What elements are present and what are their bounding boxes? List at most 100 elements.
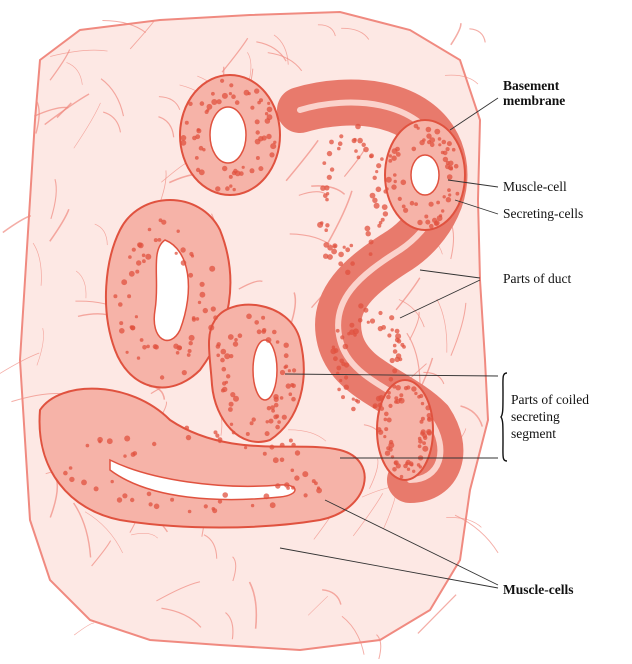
cell-nucleus bbox=[181, 135, 187, 141]
cell-nucleus bbox=[239, 171, 244, 176]
cell-nucleus bbox=[263, 452, 267, 456]
cell-nucleus bbox=[189, 252, 193, 256]
cell-nucleus bbox=[432, 218, 437, 223]
cell-nucleus bbox=[200, 282, 205, 287]
cell-nucleus bbox=[327, 254, 333, 260]
cell-nucleus bbox=[389, 315, 394, 320]
cell-nucleus bbox=[97, 437, 103, 443]
cell-nucleus bbox=[291, 486, 295, 490]
cell-nucleus bbox=[384, 412, 389, 417]
cell-nucleus bbox=[394, 180, 397, 183]
cell-nucleus bbox=[421, 417, 425, 421]
cell-nucleus bbox=[396, 463, 401, 468]
cell-nucleus bbox=[427, 417, 431, 421]
cell-nucleus bbox=[142, 259, 146, 263]
cell-nucleus bbox=[242, 166, 245, 169]
cell-nucleus bbox=[251, 504, 254, 507]
cell-nucleus bbox=[403, 208, 408, 213]
cell-nucleus bbox=[200, 101, 205, 106]
cell-nucleus bbox=[221, 389, 225, 393]
cell-nucleus bbox=[344, 375, 348, 379]
cell-nucleus bbox=[370, 318, 375, 323]
cell-nucleus bbox=[448, 165, 453, 170]
cell-nucleus bbox=[276, 340, 280, 344]
cell-nucleus bbox=[325, 198, 329, 202]
cell-nucleus bbox=[389, 377, 394, 382]
cell-nucleus bbox=[355, 124, 361, 130]
cell-nucleus bbox=[338, 141, 343, 146]
cell-nucleus bbox=[261, 329, 266, 334]
cell-nucleus bbox=[270, 143, 276, 149]
cell-nucleus bbox=[395, 338, 400, 343]
cell-nucleus bbox=[216, 354, 220, 358]
cell-nucleus bbox=[280, 458, 285, 463]
cell-nucleus bbox=[390, 358, 395, 363]
cell-nucleus bbox=[286, 383, 291, 388]
cell-nucleus bbox=[362, 143, 366, 147]
cell-nucleus bbox=[414, 392, 417, 395]
cell-nucleus bbox=[336, 329, 340, 333]
cell-nucleus bbox=[284, 482, 289, 487]
cell-nucleus bbox=[69, 477, 74, 482]
cell-nucleus bbox=[349, 323, 354, 328]
cell-nucleus bbox=[225, 381, 228, 384]
cell-nucleus bbox=[196, 128, 201, 133]
cell-nucleus bbox=[425, 220, 430, 225]
cell-nucleus bbox=[447, 188, 451, 192]
cell-nucleus bbox=[337, 388, 341, 392]
cell-nucleus bbox=[232, 431, 236, 435]
cell-nucleus bbox=[195, 134, 200, 139]
cell-nucleus bbox=[376, 396, 382, 402]
cell-nucleus bbox=[417, 127, 420, 130]
cell-nucleus bbox=[222, 166, 227, 171]
cell-nucleus bbox=[218, 437, 223, 442]
cell-nucleus bbox=[234, 338, 238, 342]
cell-nucleus bbox=[177, 230, 180, 233]
cell-nucleus bbox=[280, 396, 284, 400]
cell-nucleus bbox=[250, 106, 254, 110]
cell-nucleus bbox=[324, 185, 329, 190]
cell-nucleus bbox=[244, 90, 250, 96]
cell-nucleus bbox=[228, 407, 233, 412]
cell-nucleus bbox=[365, 226, 371, 232]
cell-nucleus bbox=[392, 467, 397, 472]
cell-nucleus bbox=[380, 157, 384, 161]
cell-nucleus bbox=[198, 301, 201, 304]
cell-nucleus bbox=[452, 148, 456, 152]
cell-nucleus bbox=[395, 329, 400, 334]
cell-nucleus bbox=[332, 243, 337, 248]
cell-nucleus bbox=[133, 451, 138, 456]
cell-nucleus bbox=[208, 325, 214, 331]
cell-nucleus bbox=[148, 228, 152, 232]
cell-nucleus bbox=[122, 493, 127, 498]
cell-nucleus bbox=[327, 175, 332, 180]
cell-nucleus bbox=[383, 211, 388, 216]
cell-nucleus bbox=[442, 140, 447, 145]
cell-nucleus bbox=[289, 439, 293, 443]
cell-nucleus bbox=[426, 429, 432, 435]
cell-nucleus bbox=[185, 426, 190, 431]
cell-nucleus bbox=[256, 156, 260, 160]
cell-nucleus bbox=[443, 157, 448, 162]
cell-nucleus bbox=[182, 370, 187, 375]
cell-nucleus bbox=[254, 320, 259, 325]
cell-nucleus bbox=[395, 147, 400, 152]
cell-nucleus bbox=[252, 417, 256, 421]
cell-nucleus bbox=[218, 499, 222, 503]
cell-nucleus bbox=[338, 252, 344, 258]
cell-nucleus bbox=[107, 438, 113, 444]
cell-nucleus bbox=[356, 400, 360, 404]
cell-nucleus bbox=[192, 318, 196, 322]
cell-nucleus bbox=[229, 402, 234, 407]
cell-nucleus bbox=[367, 321, 370, 324]
cell-nucleus bbox=[213, 315, 218, 320]
cell-nucleus bbox=[119, 328, 125, 334]
cell-nucleus bbox=[291, 469, 295, 473]
cell-nucleus bbox=[130, 498, 134, 502]
cell-nucleus bbox=[373, 176, 377, 180]
cell-nucleus bbox=[330, 167, 334, 171]
cell-nucleus bbox=[338, 261, 343, 266]
cell-nucleus bbox=[202, 148, 205, 151]
cell-nucleus bbox=[447, 141, 452, 146]
cell-nucleus bbox=[121, 279, 127, 285]
